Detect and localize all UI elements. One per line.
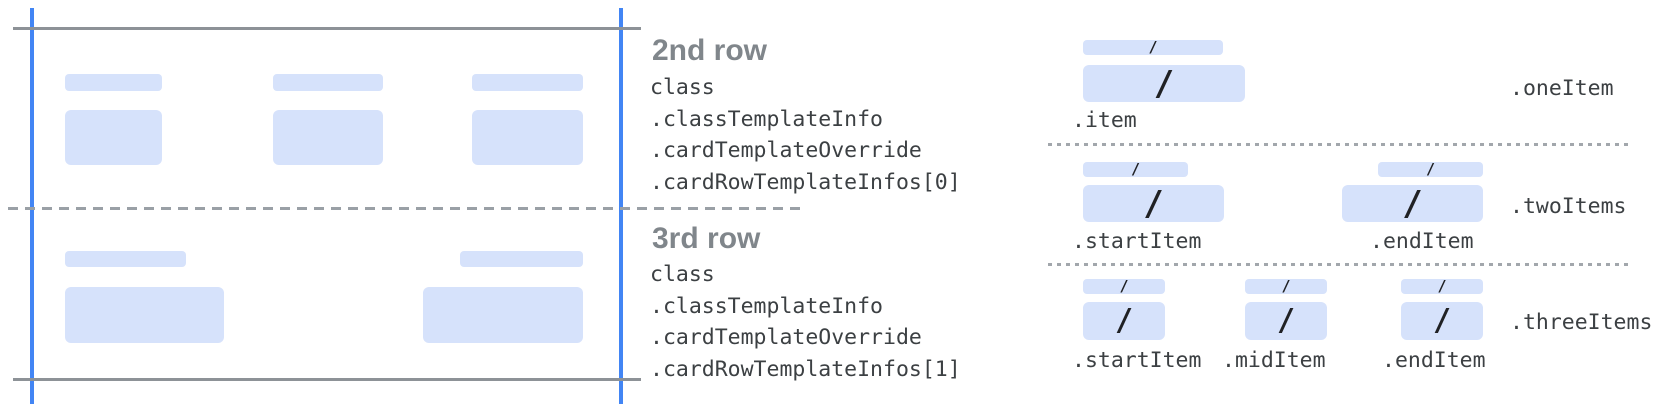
slash-icon: / bbox=[1148, 38, 1158, 56]
item-value-bar: / bbox=[1083, 65, 1245, 102]
field-value-block bbox=[65, 287, 224, 343]
item-label: .endItem bbox=[1370, 229, 1474, 254]
slash-icon: / bbox=[1119, 277, 1129, 295]
variant-label-two-items: .twoItems bbox=[1510, 194, 1627, 219]
slash-icon: / bbox=[1276, 303, 1296, 338]
row-separator-dotted bbox=[1048, 143, 1628, 146]
item-label: .midItem bbox=[1222, 348, 1326, 373]
field-label-bar bbox=[472, 74, 583, 91]
code-line: .cardTemplateOverride bbox=[650, 138, 922, 163]
row-divider-dashed-line bbox=[8, 207, 800, 210]
field-value-block bbox=[273, 110, 383, 165]
code-line: .classTemplateInfo bbox=[650, 106, 883, 132]
item-value-bar: / bbox=[1245, 302, 1327, 340]
card-guide-line-left bbox=[30, 8, 34, 404]
code-line: .classTemplateInfo bbox=[650, 293, 883, 319]
variant-label-one-item: .oneItem bbox=[1510, 76, 1614, 101]
field-label-bar bbox=[273, 74, 383, 91]
row2-code-block: class .classTemplateInfo .cardTemplateOv… bbox=[650, 72, 961, 198]
item-label-bar: / bbox=[1401, 279, 1483, 294]
field-label-bar bbox=[65, 74, 162, 91]
code-line: .cardTemplateOverride bbox=[650, 325, 922, 350]
slash-icon: / bbox=[1437, 277, 1447, 295]
row-separator-dotted bbox=[1048, 263, 1628, 266]
slash-icon: / bbox=[1432, 303, 1452, 338]
code-line: class bbox=[650, 262, 715, 287]
field-value-block bbox=[472, 110, 583, 165]
field-label-bar bbox=[460, 251, 583, 267]
item-label-bar: / bbox=[1083, 279, 1165, 294]
field-value-block bbox=[65, 110, 162, 165]
code-line: .cardRowTemplateInfos[0] bbox=[650, 169, 961, 195]
row2-heading: 2nd row bbox=[652, 34, 768, 67]
slash-icon: / bbox=[1402, 183, 1423, 224]
item-label: .endItem bbox=[1382, 348, 1486, 373]
item-value-bar: / bbox=[1401, 302, 1483, 340]
item-label-bar: / bbox=[1083, 162, 1188, 177]
field-value-block bbox=[423, 287, 583, 343]
code-line: .cardRowTemplateInfos[1] bbox=[650, 356, 961, 382]
variant-label-three-items: .threeItems bbox=[1510, 310, 1653, 335]
item-label: .startItem bbox=[1072, 348, 1202, 373]
item-value-bar: / bbox=[1342, 185, 1483, 222]
slash-icon: / bbox=[1130, 160, 1141, 178]
card-guide-line-right bbox=[619, 8, 623, 404]
item-label-bar: / bbox=[1245, 279, 1327, 294]
item-label: .item bbox=[1072, 108, 1137, 133]
item-label: .startItem bbox=[1072, 229, 1202, 254]
card-bottom-line bbox=[13, 378, 641, 381]
item-label-bar: / bbox=[1378, 162, 1483, 177]
row3-heading: 3rd row bbox=[652, 222, 761, 255]
card-top-line bbox=[13, 27, 641, 30]
item-label-bar: / bbox=[1083, 40, 1223, 55]
row3-code-block: class .classTemplateInfo .cardTemplateOv… bbox=[650, 259, 961, 385]
item-value-bar: / bbox=[1083, 185, 1224, 222]
code-line: class bbox=[650, 75, 715, 100]
slash-icon: / bbox=[1281, 277, 1291, 295]
item-value-bar: / bbox=[1083, 302, 1165, 340]
slash-icon: / bbox=[1114, 303, 1134, 338]
slash-icon: / bbox=[1143, 183, 1164, 224]
slash-icon: / bbox=[1425, 160, 1436, 178]
slash-icon: / bbox=[1153, 63, 1175, 104]
field-label-bar bbox=[65, 251, 186, 267]
